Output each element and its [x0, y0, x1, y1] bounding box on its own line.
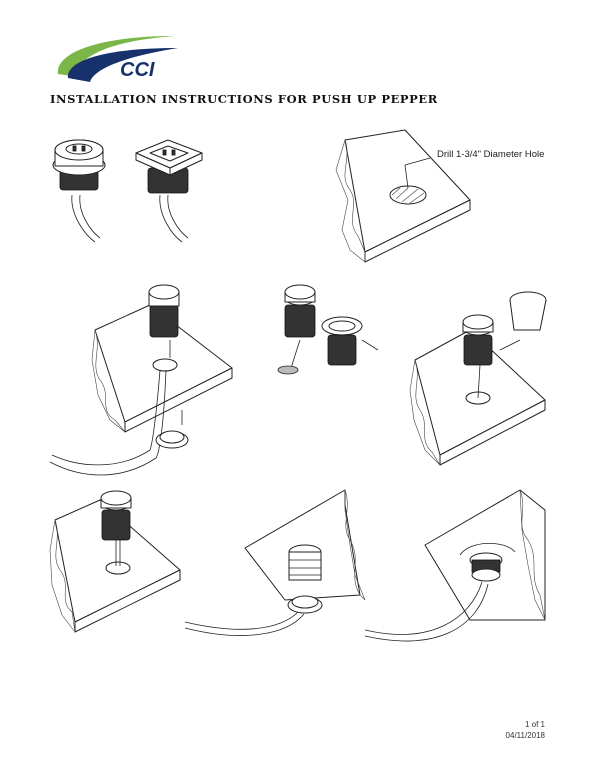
cci-logo: CCI — [50, 30, 190, 85]
footer: 1 of 1 04/11/2018 — [506, 719, 545, 741]
drill-hole-callout: Drill 1-3/4" Diameter Hole — [437, 149, 545, 160]
square-outlet-illustration — [135, 139, 203, 243]
round-outlet-illustration — [52, 139, 106, 243]
page-title: INSTALLATION INSTRUCTIONS FOR PUSH UP PE… — [50, 92, 438, 106]
insert-outlet-illustration — [49, 284, 233, 476]
collar-illustration — [409, 291, 547, 466]
trim-ring-illustration — [277, 284, 379, 375]
page-number: 1 of 1 — [524, 720, 545, 729]
tighten-nut-illustration — [364, 489, 546, 642]
underside-nut-illustration — [184, 489, 366, 636]
seated-outlet-illustration — [49, 490, 181, 633]
svg-text:CCI: CCI — [120, 59, 155, 81]
document-date: 04/11/2018 — [505, 731, 545, 740]
drill-hole-illustration — [335, 129, 471, 263]
